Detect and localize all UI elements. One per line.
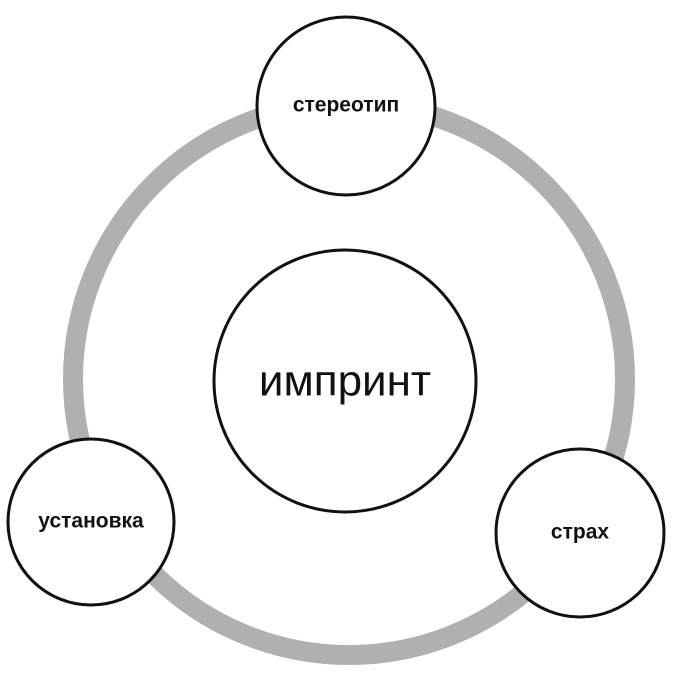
center-node-label: импринт <box>259 357 431 406</box>
node-attitude: установка <box>6 437 176 607</box>
center-node: импринт <box>212 248 478 514</box>
node-attitude-circle <box>6 437 176 607</box>
node-fear-label: страх <box>551 521 609 544</box>
node-attitude-label: установка <box>38 510 144 533</box>
node-stereotype-circle <box>255 15 437 197</box>
node-fear: страх <box>494 447 666 619</box>
node-stereotype: стереотип <box>255 15 437 197</box>
node-stereotype-label: стереотип <box>293 94 399 117</box>
center-node-circle <box>212 248 478 514</box>
node-fear-circle <box>494 447 666 619</box>
